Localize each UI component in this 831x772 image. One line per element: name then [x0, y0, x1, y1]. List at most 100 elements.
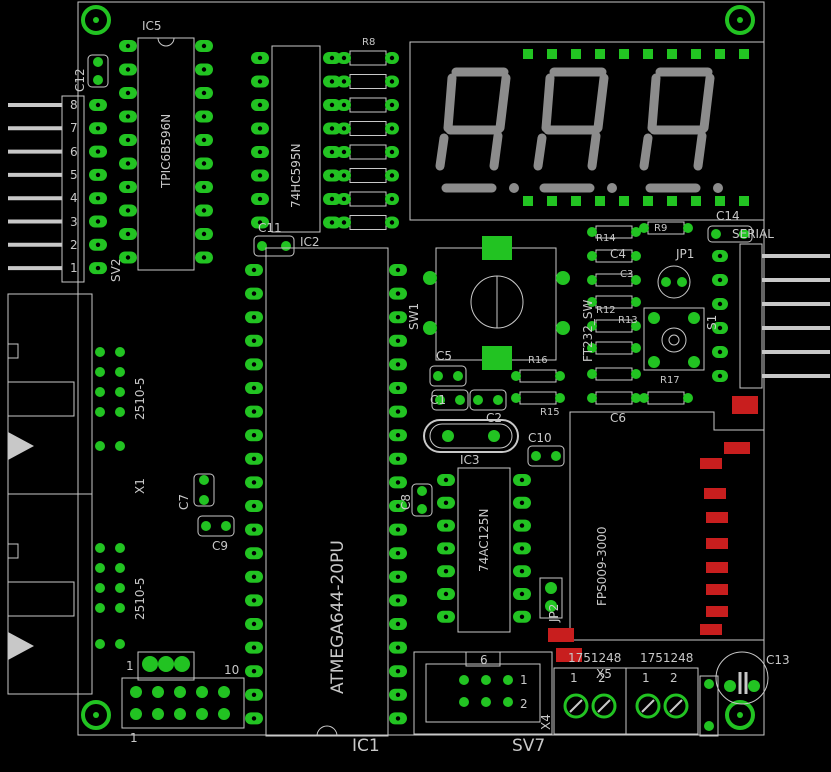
ic5-part-label: TPIC6B596N — [159, 113, 173, 188]
c3-label: C3 — [620, 269, 634, 280]
ic1-label: IC1 — [352, 736, 380, 756]
c13-capacitor — [715, 651, 769, 705]
conn-b-label: 2510-5 — [133, 577, 147, 620]
serial-label: SERIAL — [732, 227, 774, 241]
r13-label: R13 — [618, 315, 638, 326]
resistor — [349, 168, 387, 183]
jp2-label: JP2 — [547, 603, 561, 622]
crystal — [423, 419, 519, 453]
display-pad — [667, 196, 677, 206]
serial-header — [712, 243, 830, 389]
r8-label: R8 — [362, 37, 376, 48]
capacitor — [469, 389, 507, 411]
display-segment — [699, 73, 715, 133]
header-pin-label: 8 — [70, 98, 78, 112]
display-segment — [587, 131, 601, 171]
display-segment — [693, 131, 707, 171]
term-3-label: 1 — [642, 671, 650, 685]
sv7-1-label: 1 — [520, 673, 528, 687]
display-pad — [547, 196, 557, 206]
c14-capacitor — [707, 225, 753, 243]
display-pad — [619, 49, 629, 59]
header-pin-label: 2 — [70, 237, 78, 252]
sd-pad — [548, 628, 574, 642]
c12-label: C12 — [73, 68, 87, 92]
x5-label: X5 — [596, 667, 612, 681]
c10-label: C10 — [528, 431, 552, 445]
sd-pad — [700, 458, 722, 469]
sd-pad — [706, 584, 728, 595]
term-2-label: 2 — [598, 671, 606, 685]
resistor — [349, 97, 387, 113]
ic2-label: IC2 — [300, 235, 320, 249]
sd-card-socket — [548, 396, 765, 662]
display-segment — [593, 73, 609, 133]
small-part — [595, 341, 633, 355]
board-outline — [77, 1, 765, 736]
display-dot — [713, 183, 723, 193]
sv2-header — [8, 95, 107, 283]
sv7-2-label: 2 — [520, 697, 528, 711]
r17-label: R17 — [660, 375, 680, 386]
display-pad — [571, 196, 581, 206]
fps-label: FPS009-3000 — [595, 526, 609, 606]
c5-label: C5 — [436, 349, 453, 363]
display-segment — [541, 73, 555, 133]
sv2-label: SV2 — [109, 258, 123, 282]
c12-capacitor — [87, 54, 109, 88]
pin10-label: 10 — [224, 663, 240, 677]
sd-pad — [700, 624, 722, 635]
display-pad — [691, 196, 701, 206]
display-pad — [739, 49, 749, 59]
jp2-jumper — [539, 577, 563, 619]
seven-segment-display — [409, 41, 765, 221]
sw1-potentiometer — [423, 236, 570, 370]
display-pad — [523, 196, 533, 206]
display-pad — [547, 49, 557, 59]
display-segment — [435, 133, 449, 171]
header-pin-label: 7 — [70, 121, 78, 136]
display-dot — [509, 183, 519, 193]
small-part — [595, 391, 633, 405]
small-capacitors — [411, 365, 565, 517]
terminal-blocks — [553, 667, 719, 737]
ic2-part-label: 74HC595N — [289, 143, 303, 208]
header-pin-label: 1 — [70, 261, 78, 276]
sd-pad — [732, 396, 758, 414]
c6-label: C6 — [610, 411, 627, 425]
display-pad — [715, 196, 725, 206]
c7-c9-capacitors — [193, 473, 235, 537]
small-part — [647, 391, 685, 405]
c2-label: C2 — [486, 411, 503, 425]
display-pad — [715, 49, 725, 59]
header-pin-label: 3 — [70, 214, 78, 229]
jp1-label: JP1 — [676, 247, 695, 261]
ic3-chip — [437, 467, 531, 633]
sv7-6-label: 6 — [480, 653, 488, 667]
display-pad — [571, 49, 581, 59]
r15-label: R15 — [540, 407, 560, 418]
c4-label: C4 — [610, 247, 627, 261]
header-pin-label: 6 — [70, 144, 78, 159]
right-side-components — [587, 221, 753, 405]
terminal-part-1: 1751248 — [568, 651, 622, 665]
resistor — [519, 369, 557, 383]
ic3-part-label: 74AC125N — [477, 508, 491, 572]
resistor — [349, 121, 387, 136]
ic1-part-label: ATMEGA644-20PU — [328, 540, 348, 694]
display-pad — [667, 49, 677, 59]
ic3-label: IC3 — [460, 453, 480, 467]
sd-pad — [706, 562, 728, 573]
pin1-label: 1 — [130, 731, 138, 745]
display-pad — [643, 196, 653, 206]
c1-label: C1 — [430, 393, 447, 407]
x4-label: X4 — [539, 714, 553, 730]
jp-side-label: 1 — [126, 659, 134, 673]
resistor — [519, 391, 557, 405]
mounting-holes — [81, 5, 755, 730]
resistor — [349, 50, 387, 66]
display-segment — [533, 133, 547, 171]
term-1-label: 1 — [570, 671, 578, 685]
isp-header — [121, 651, 245, 729]
